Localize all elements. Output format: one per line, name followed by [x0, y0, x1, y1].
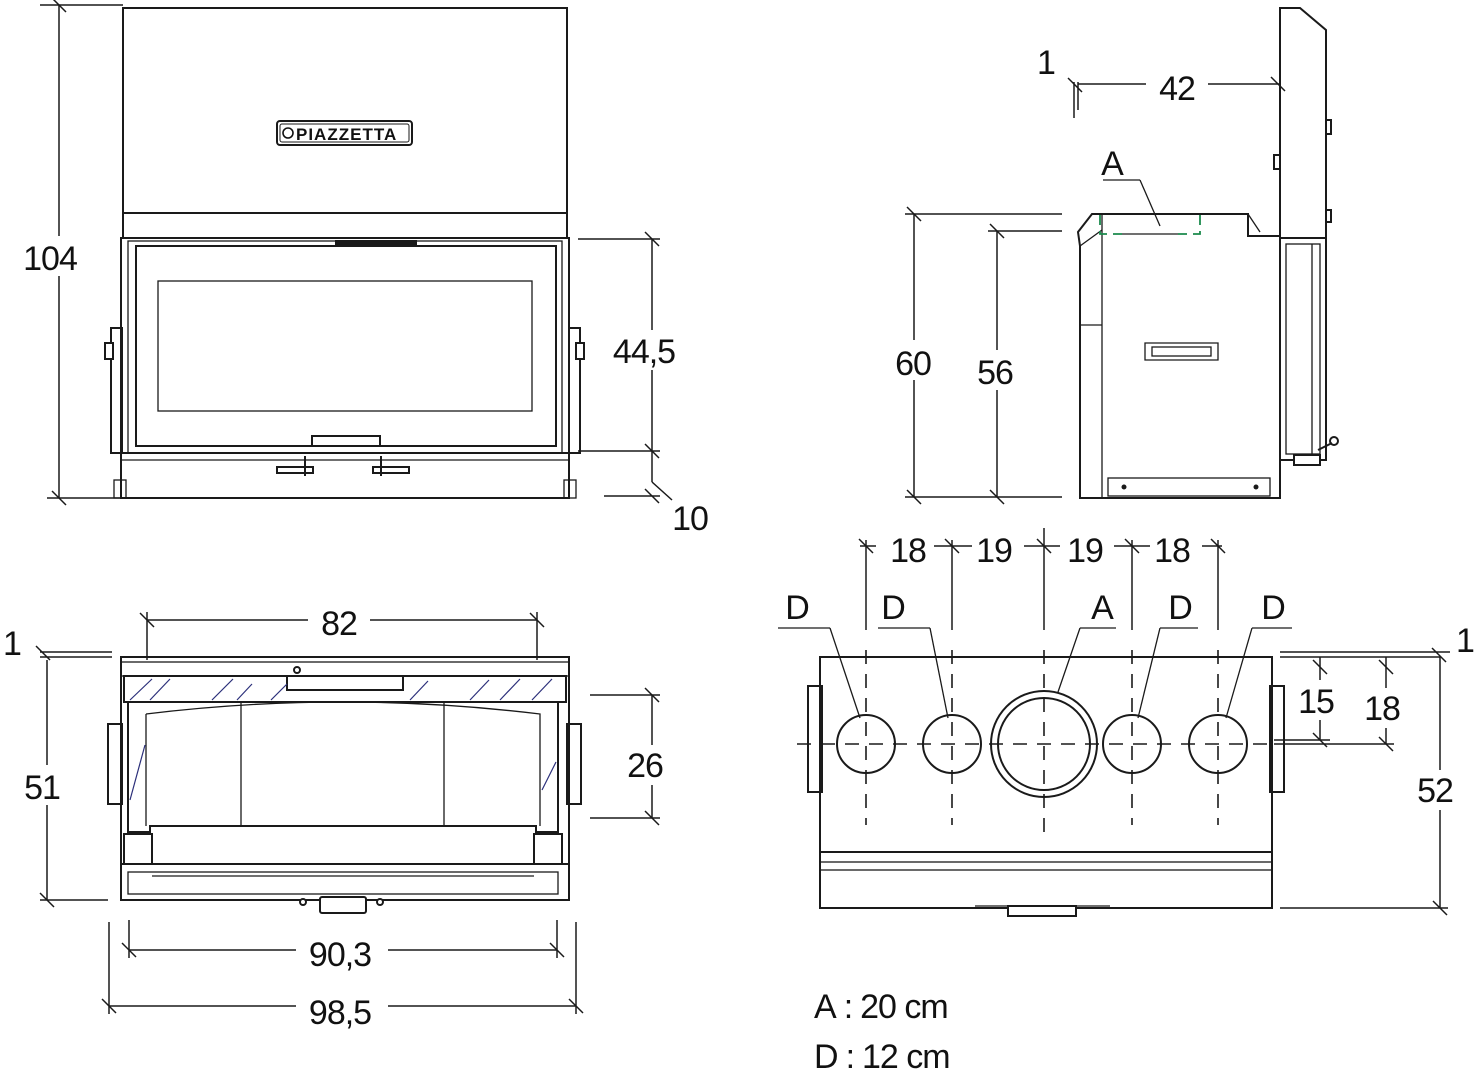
dim-56-label: 56: [977, 354, 1013, 392]
legend-d-value: 12 cm: [862, 1038, 950, 1076]
dim-52-label: 52: [1417, 772, 1453, 810]
dim-60-label: 60: [895, 345, 931, 383]
dim-104-label: 104: [23, 240, 77, 278]
legend-a-value: 20 cm: [860, 988, 948, 1026]
top-view: 82 1 51 26 90,3 98,5: [3, 605, 672, 1032]
dim-top-1-label: 1: [3, 625, 21, 663]
callout-d-3: D: [1168, 589, 1192, 627]
outlet-body: [819, 656, 1273, 853]
legend-d-sep: :: [846, 1038, 854, 1076]
dim-51-label: 51: [24, 769, 60, 807]
dim-side-1-label: 1: [1037, 44, 1055, 82]
callout-d-1: D: [785, 589, 809, 627]
callout-d-4: D: [1261, 589, 1285, 627]
outlet-d-2: [922, 714, 982, 774]
brand-logo-icon: [282, 127, 294, 139]
door-handle: [311, 435, 381, 447]
spacing-4: 18: [1154, 532, 1190, 570]
legend-d: D:12 cm: [814, 1038, 950, 1076]
callout-a: A: [1091, 589, 1114, 627]
dim-10-label: 10: [672, 500, 708, 538]
outlet-d-3: [1102, 714, 1162, 774]
front-body: [120, 237, 570, 499]
top-hatch: [129, 678, 553, 701]
outlet-a-outline: [1099, 215, 1122, 235]
dim-18-label: 18: [1364, 690, 1400, 728]
front-view: PIAZZETTA: [18, 0, 709, 538]
outlet-a: [990, 690, 1098, 798]
legend-a: A:20 cm: [814, 988, 948, 1026]
front-ledge: [122, 212, 568, 239]
spacing-1: 18: [890, 532, 926, 570]
front-hood: [122, 7, 568, 214]
legend: A:20 cm D:12 cm: [814, 988, 951, 1076]
dim-44-5-label: 44,5: [613, 333, 675, 371]
outlet-d-4: [1188, 714, 1248, 774]
top-handle: [319, 896, 367, 914]
callout-d-2: D: [881, 589, 905, 627]
legend-a-sep: :: [844, 988, 852, 1026]
legend-d-key: D: [814, 1038, 838, 1076]
dim-15-label: 15: [1298, 683, 1334, 721]
outlet-d-1: [836, 714, 896, 774]
legend-a-key: A: [814, 988, 837, 1026]
dim-98-5-label: 98,5: [309, 994, 371, 1032]
side-plate: [1144, 342, 1219, 361]
front-glass: [157, 280, 533, 412]
spacing-2: 19: [976, 532, 1012, 570]
dim-42-label: 42: [1159, 70, 1195, 108]
dim-82-label: 82: [321, 605, 357, 643]
dim-90-3-label: 90,3: [309, 936, 371, 974]
dim-26-label: 26: [627, 747, 663, 785]
side-hood-panel: [1279, 7, 1327, 239]
side-view: A 60 56 1 42: [888, 7, 1339, 505]
dim-outlet-1-label: 1: [1456, 622, 1474, 660]
outlet-view: 18 19 19 18 D D A D D 1 15: [778, 528, 1475, 917]
air-levers: [276, 456, 410, 476]
side-body: [1076, 213, 1281, 499]
brand-plate: PIAZZETTA: [276, 120, 413, 146]
spacing-3: 19: [1067, 532, 1103, 570]
side-label-a: A: [1101, 145, 1124, 183]
brand-name: PIAZZETTA: [296, 125, 397, 144]
